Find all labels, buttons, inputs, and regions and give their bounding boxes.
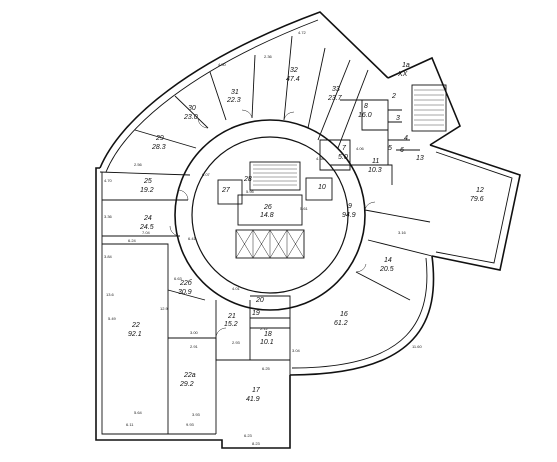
room-number: 29	[155, 135, 164, 142]
room-number: XX	[397, 71, 408, 78]
dimension-label: 12.9	[160, 306, 169, 311]
dimension-label: 4.72	[298, 30, 307, 35]
room-number: 9	[348, 203, 352, 210]
dimension-label: 3.04	[292, 348, 301, 353]
dimension-label: 6.24	[128, 238, 137, 243]
dimension-label: 3.36	[104, 214, 113, 219]
core-lifts	[217, 177, 333, 259]
room-number: 28	[243, 176, 252, 183]
room-area: 15.2	[224, 321, 238, 328]
room-area: 41.9	[246, 396, 260, 403]
room-area: 10.1	[260, 339, 274, 346]
central-ring	[174, 119, 366, 311]
room-number: 30	[188, 105, 196, 112]
dimension-label: 3.16	[398, 230, 407, 235]
room-number: 22a	[183, 372, 196, 379]
room-area: 19.2	[140, 187, 154, 194]
room-number: 20	[255, 297, 264, 304]
room-area: 29.2	[179, 381, 194, 388]
core-stair	[249, 161, 301, 191]
room-number: 26	[263, 204, 272, 211]
room-area: 92.1	[128, 331, 142, 338]
dimension-label: 9.93	[186, 422, 195, 427]
dimension-label: 5.95	[246, 189, 255, 194]
room-area: 94.9	[342, 212, 356, 219]
room-number: 31	[231, 89, 239, 96]
room-number: 32	[290, 67, 298, 74]
room-number: 17	[252, 387, 261, 394]
room-number: 1a	[402, 62, 410, 69]
dimension-label: 11.60	[412, 344, 422, 349]
room-number: 10	[318, 184, 326, 191]
dimension-label: 4.70	[104, 178, 113, 183]
room-area: 30.9	[178, 289, 192, 296]
dimension-label: 13.6	[106, 292, 115, 297]
dimension-label: 4.68	[316, 156, 325, 161]
room-number: 27	[221, 187, 231, 194]
room-area: 10.3	[368, 167, 382, 174]
room-area: 22.3	[226, 97, 241, 104]
dimension-label: 3.93	[192, 412, 201, 417]
room-number: 5	[388, 145, 392, 152]
room-area: 16.0	[358, 112, 372, 119]
room-area: 23.0	[183, 114, 198, 121]
door-swings	[169, 109, 376, 339]
dimension-label: 2.36	[264, 54, 273, 59]
dimension-label: 2.12	[260, 326, 269, 331]
dimension-label: 6.07	[202, 172, 211, 177]
room-number: 24	[143, 215, 152, 222]
room-area: 28.3	[151, 144, 166, 151]
dimension-label: 6.63	[174, 276, 183, 281]
room-number: 3	[396, 115, 400, 122]
room-number: 14	[384, 257, 392, 264]
dimension-label: 6.11	[126, 422, 134, 427]
room-area: 20.5	[379, 266, 394, 273]
dimension-label: 6.41	[188, 236, 197, 241]
room-number: 33	[332, 86, 340, 93]
room-area: 47.4	[286, 76, 300, 83]
dimension-label: 5.61	[300, 206, 309, 211]
room-area: 5.0	[338, 154, 348, 161]
room-area: 61.2	[334, 320, 348, 327]
dimension-label: 2.91	[190, 344, 199, 349]
radial-walls	[99, 35, 433, 434]
dimension-label: 6.25	[262, 366, 271, 371]
room-number: 19	[252, 310, 260, 317]
room-number: 22	[131, 322, 140, 329]
dimension-label: 7.04	[142, 230, 151, 235]
dimension-label: 2.56	[134, 162, 143, 167]
room-area: 23.7	[327, 95, 343, 102]
dimension-label: 4.06	[356, 146, 365, 151]
dimension-label: 3.84	[104, 254, 113, 259]
dimension-label: 6.23	[244, 433, 253, 438]
room-number: 25	[143, 178, 152, 185]
ne-stair	[411, 84, 447, 132]
room-number: 18	[264, 331, 272, 338]
dimension-labels: 5.95 6.23 6.11 9.93 5.64 3.93 4.70 2.56 …	[104, 30, 422, 446]
room-area: 14.8	[260, 212, 274, 219]
dimension-label: 8.23	[252, 441, 261, 446]
room-area: 79.6	[470, 196, 484, 203]
room-number: 11	[372, 158, 379, 165]
room-number: 7	[342, 145, 347, 152]
dimension-label: 2.93	[232, 340, 241, 345]
dimension-label: 5.49	[108, 316, 117, 321]
dimension-label: 4.01	[232, 286, 241, 291]
room-number: 16	[340, 311, 348, 318]
room-number: 12	[476, 187, 484, 194]
room-number: 22б	[179, 279, 193, 287]
dimension-label: 4.50	[218, 62, 227, 67]
room-labels: 1a XX 2 3 4 5 6 7 5.0 8 16.0 9 94.9 10 1…	[128, 62, 484, 403]
room-number: 21	[227, 313, 236, 320]
room-number: 2	[391, 93, 396, 100]
dimension-label: 5.64	[134, 410, 143, 415]
room-area: 24.5	[139, 224, 154, 231]
room-number: 6	[400, 147, 404, 154]
room-number: 4	[404, 135, 408, 142]
room-number: 8	[364, 103, 368, 110]
room-number: 13	[416, 155, 424, 162]
dimension-label: 3.00	[190, 330, 199, 335]
